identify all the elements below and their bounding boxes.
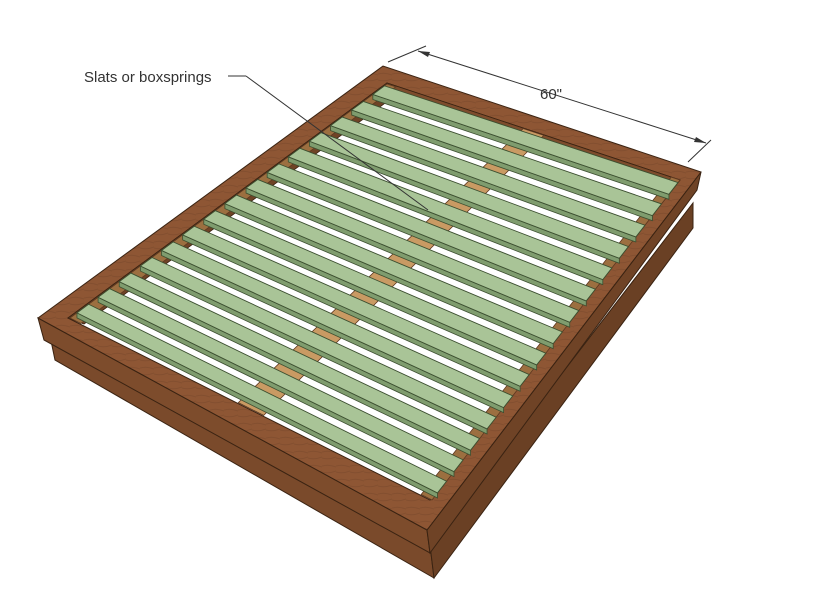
- slats-label: Slats or boxsprings: [84, 69, 212, 86]
- dimension-extension-left: [387, 45, 427, 63]
- slat: [118, 272, 481, 451]
- slat: [139, 256, 497, 430]
- dimension-extension-right: [687, 139, 712, 163]
- slats-leader-line: [245, 75, 429, 211]
- slat: [76, 303, 448, 494]
- slat: [329, 116, 646, 238]
- slat: [287, 147, 613, 281]
- frame-bottom-trim-side: [429, 201, 694, 580]
- dimension-arrow-right: [694, 137, 706, 143]
- slat: [245, 178, 580, 323]
- slat: [202, 210, 547, 366]
- slat: [350, 100, 663, 217]
- slat: [308, 132, 630, 259]
- slat: [160, 241, 514, 409]
- slat: [371, 85, 679, 195]
- slat: [224, 194, 563, 345]
- slats: [76, 85, 679, 499]
- slat: [266, 163, 597, 302]
- dimension-arrow-left: [418, 51, 430, 57]
- dimension-line: [417, 50, 707, 144]
- dimension-label: 60": [540, 86, 563, 103]
- slat: [181, 225, 530, 387]
- slat: [97, 288, 464, 473]
